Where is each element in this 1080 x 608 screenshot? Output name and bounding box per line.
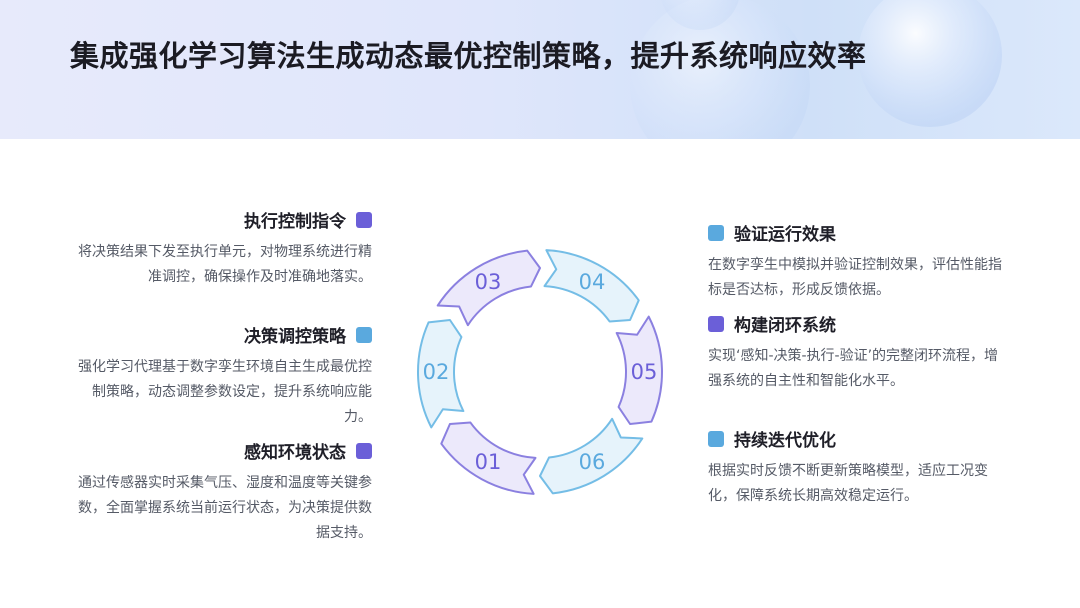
step-decision-strategy: 决策调控策略 强化学习代理基于数字孪生环境自主生成最优控制策略，动态调整参数设定… [72,322,372,430]
cycle-label-01: 01 [475,450,502,474]
step-description: 通过传感器实时采集气压、湿度和温度等关键参数，全面掌握系统当前运行状态，为决策提… [72,471,372,546]
step-title: 决策调控策略 [244,322,346,347]
purple-square-icon [708,316,724,332]
step-iterate-optimize: 持续迭代优化 根据实时反馈不断更新策略模型，适应工况变化，保障系统长期高效稳定运… [708,426,1008,509]
cycle-label-02: 02 [423,360,450,384]
step-description: 强化学习代理基于数字孪生环境自主生成最优控制策略，动态调整参数设定，提升系统响应… [72,355,372,430]
blue-square-icon [356,327,372,343]
cycle-ring: 01 02 03 04 05 06 [400,232,680,512]
blue-square-icon [708,431,724,447]
purple-square-icon [356,443,372,459]
step-description: 在数字孪生中模拟并验证控制效果，评估性能指标是否达标，形成反馈依据。 [708,253,1008,303]
step-title: 执行控制指令 [244,207,346,232]
step-title: 持续迭代优化 [734,426,836,451]
step-sense-environment: 感知环境状态 通过传感器实时采集气压、湿度和温度等关键参数，全面掌握系统当前运行… [72,438,372,546]
step-title: 感知环境状态 [244,438,346,463]
step-closed-loop: 构建闭环系统 实现‘感知-决策-执行-验证’的完整闭环流程，增强系统的自主性和智… [708,311,1008,394]
page-title: 集成强化学习算法生成动态最优控制策略，提升系统响应效率 [70,33,867,75]
step-execute-control: 执行控制指令 将决策结果下发至执行单元，对物理系统进行精准调控，确保操作及时准确… [72,207,372,290]
cycle-label-05: 05 [631,360,658,384]
step-description: 根据实时反馈不断更新策略模型，适应工况变化，保障系统长期高效稳定运行。 [708,459,1008,509]
step-description: 实现‘感知-决策-执行-验证’的完整闭环流程，增强系统的自主性和智能化水平。 [708,344,1008,394]
cycle-label-03: 03 [475,270,502,294]
step-verify-effect: 验证运行效果 在数字孪生中模拟并验证控制效果，评估性能指标是否达标，形成反馈依据… [708,220,1008,303]
step-title: 构建闭环系统 [734,311,836,336]
header-banner: 集成强化学习算法生成动态最优控制策略，提升系统响应效率 [0,0,1080,139]
purple-square-icon [356,212,372,228]
cycle-label-04: 04 [579,270,606,294]
step-description: 将决策结果下发至执行单元，对物理系统进行精准调控，确保操作及时准确地落实。 [72,240,372,290]
blue-square-icon [708,225,724,241]
cycle-label-06: 06 [579,450,606,474]
step-title: 验证运行效果 [734,220,836,245]
